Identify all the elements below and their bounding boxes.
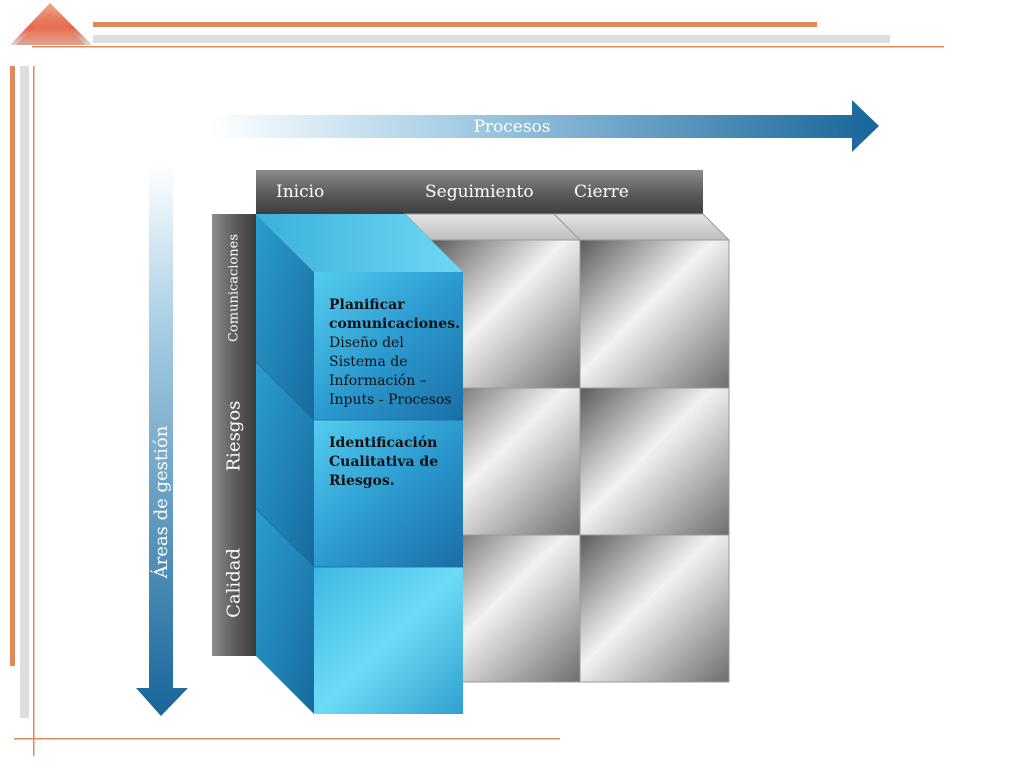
cell-body: Diseño del Sistema de Información – Inpu…: [329, 335, 452, 408]
row-header-calidad: Calidad: [212, 509, 256, 656]
column-header-seguimiento: Seguimiento: [405, 170, 555, 214]
cube-side-riesgos: [256, 362, 314, 567]
top-strip-cierre: [552, 213, 731, 241]
top-strip-seguimiento: [403, 213, 582, 241]
cell-comunicaciones-cierre: [579, 239, 730, 389]
inicio-cube-column: [255, 214, 463, 714]
cell-text-comunicaciones-inicio: Planificar comunicaciones. Diseño del Si…: [329, 296, 460, 410]
cell-calidad-cierre: [579, 534, 730, 683]
column-label: Seguimiento: [425, 182, 534, 202]
row-header-comunicaciones: Comunicaciones: [212, 214, 256, 362]
column-header-cierre: Cierre: [554, 170, 703, 214]
column-header-inicio: Inicio: [256, 170, 406, 214]
cell-riesgos-cierre: [579, 387, 730, 536]
cube-side-calidad: [256, 509, 314, 714]
processes-label: Procesos: [473, 117, 551, 137]
row-header-riesgos: Riesgos: [212, 362, 256, 509]
column-label: Inicio: [276, 182, 325, 202]
areas-arrow: [136, 164, 188, 716]
cell-riesgos-inicio: [314, 420, 463, 567]
processes-arrow: [210, 100, 879, 152]
cell-comunicaciones-inicio: [314, 272, 463, 420]
cube-side-comunicaciones: [256, 214, 314, 420]
cell-title: Planificar comunicaciones.: [329, 297, 460, 332]
cell-title: Identificación Cualitativa de Riesgos.: [329, 435, 439, 489]
cell-calidad-inicio: [314, 567, 463, 714]
column-label: Cierre: [574, 182, 629, 202]
cell-text-riesgos-inicio: Identificación Cualitativa de Riesgos.: [329, 434, 457, 491]
gray-cells: [430, 239, 730, 683]
cube-top-face: [256, 214, 463, 272]
